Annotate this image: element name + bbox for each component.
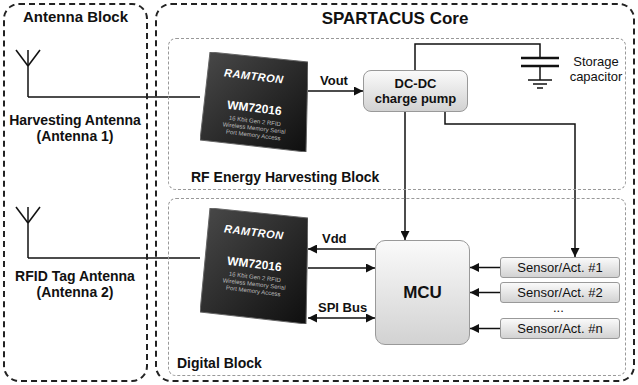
node-text: Harvesting Antenna (Antenna 1) <box>5 112 145 144</box>
antenna-unit: Harvesting Antenna (Antenna 1) <box>5 44 145 144</box>
sensor-box: Sensor/Act. #n <box>500 318 620 339</box>
node-text: DC-DC charge pump <box>374 76 457 106</box>
node-text: RFID Tag Antenna (Antenna 2) <box>5 268 145 300</box>
node-text: Sensor/Act. #1 <box>517 260 602 275</box>
sub-block: RAMTRONWM7201616 Kbit Gen 2 RFID Wireles… <box>168 38 626 190</box>
sub-block: RAMTRONWM7201616 Kbit Gen 2 RFID Wireles… <box>168 198 626 376</box>
block-outline: RAMTRONWM7201616 Kbit Gen 2 RFID Wireles… <box>155 3 635 382</box>
block-outline: Harvesting Antenna (Antenna 1) RFID Tag A… <box>3 3 148 382</box>
sensor-box: Sensor/Act. #1 <box>500 257 620 278</box>
chip-body <box>200 208 308 324</box>
capacitor-symbol <box>521 50 559 80</box>
signal-label: SPI Bus <box>318 300 367 315</box>
process-box: MCU <box>375 240 470 345</box>
chip-body <box>200 52 308 152</box>
sensor-box: Sensor/Act. #2 <box>500 282 620 303</box>
connector <box>308 90 363 92</box>
connector <box>145 257 200 259</box>
node-text: Digital Block <box>177 355 262 372</box>
rfid-chip: RAMTRONWM7201616 Kbit Gen 2 RFID Wireles… <box>200 208 308 324</box>
connector <box>445 112 575 257</box>
node-text: Sensor/Act. #n <box>517 321 602 336</box>
node-text: Antenna Block <box>5 5 146 26</box>
connector <box>470 267 500 269</box>
connector <box>145 96 200 98</box>
node-text: SPARTACUS Core <box>157 5 633 29</box>
signal-label: Vout <box>320 73 348 88</box>
connector <box>415 44 540 70</box>
connector <box>308 267 375 269</box>
connector <box>308 248 375 250</box>
rfid-chip: RAMTRONWM7201616 Kbit Gen 2 RFID Wireles… <box>200 52 308 152</box>
ellipsis-label: ... <box>553 300 564 315</box>
antenna-symbol <box>16 50 145 97</box>
antenna-symbol <box>16 207 145 258</box>
connector <box>470 328 500 330</box>
node-text: RF Energy Harvesting Block <box>191 169 379 186</box>
process-box: DC-DC charge pump <box>363 70 468 112</box>
node-text: MCU <box>403 283 442 303</box>
capacitor-unit: Storage capacitor <box>515 50 625 110</box>
signal-label: Vdd <box>322 231 347 246</box>
node-text: Sensor/Act. #2 <box>517 285 602 300</box>
ground-symbol <box>528 80 552 88</box>
connector <box>470 292 500 294</box>
antenna-unit: RFID Tag Antenna (Antenna 2) <box>5 200 145 300</box>
connector <box>404 112 406 240</box>
node-text: Storage capacitor <box>567 54 625 84</box>
connector <box>308 317 375 319</box>
